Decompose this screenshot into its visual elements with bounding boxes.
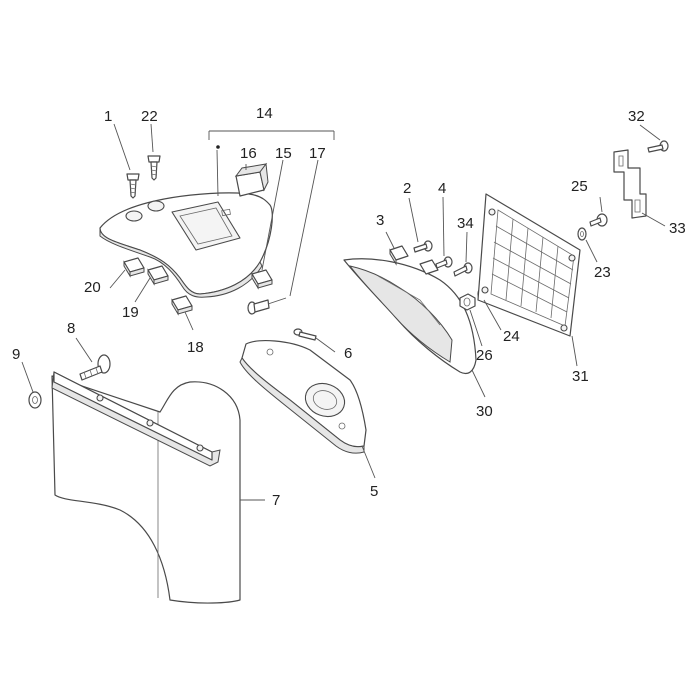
callout-30: 30 [476, 403, 493, 420]
part-18-clip-nut [171, 295, 193, 316]
part-1-screw [126, 173, 140, 199]
callout-22: 22 [141, 108, 158, 125]
part-26-nut [459, 293, 476, 311]
part-16-clip [234, 162, 269, 197]
callout-8: 8 [67, 320, 75, 337]
part-8-bolt [79, 354, 111, 381]
part-25-screw [589, 213, 608, 227]
part-19-clip-nut [147, 265, 169, 286]
part-17-rivet [247, 297, 287, 315]
callout-20: 20 [84, 279, 101, 296]
part-15-clip-nut [251, 269, 273, 290]
callout-19: 19 [122, 304, 139, 321]
part-9-washer [28, 391, 42, 409]
part-30-cover [343, 258, 477, 375]
part-20-clip-nut [123, 257, 145, 278]
callout-25: 25 [571, 178, 588, 195]
callout-9: 9 [12, 346, 20, 363]
callout-2: 2 [403, 180, 411, 197]
part-6-screw [293, 328, 317, 341]
callout-33: 33 [669, 220, 686, 237]
part-4-screw [419, 256, 453, 275]
callout-labels: 1 22 14 16 15 17 20 19 18 2 4 3 34 25 23… [12, 105, 686, 509]
callout-14: 14 [256, 105, 273, 122]
leader-lines [21, 123, 666, 501]
callout-6: 6 [344, 345, 352, 362]
callout-1: 1 [104, 108, 112, 125]
part-33-bracket [613, 149, 647, 219]
part-22-screw [147, 155, 161, 181]
part-tray-cover [99, 192, 273, 298]
callout-24: 24 [503, 328, 520, 345]
callout-31: 31 [572, 368, 589, 385]
callout-32: 32 [628, 108, 645, 125]
callout-4: 4 [438, 180, 446, 197]
part-23-washer [577, 227, 587, 241]
part-7-mudflap [51, 371, 241, 604]
assembly-dot [216, 145, 220, 149]
callout-5: 5 [370, 483, 378, 500]
callout-26: 26 [476, 347, 493, 364]
part-31-plate-bracket [477, 193, 581, 337]
callout-16: 16 [240, 145, 257, 162]
part-3-clip-nut [389, 245, 409, 266]
callout-17: 17 [309, 145, 326, 162]
part-2-screw [413, 240, 433, 253]
callout-3: 3 [376, 212, 384, 229]
part-32-screw [647, 140, 669, 153]
callout-23: 23 [594, 264, 611, 281]
part-34-screw [453, 262, 473, 277]
callout-15: 15 [275, 145, 292, 162]
callout-7: 7 [272, 492, 280, 509]
callout-18: 18 [187, 339, 204, 356]
callout-34: 34 [457, 215, 474, 232]
